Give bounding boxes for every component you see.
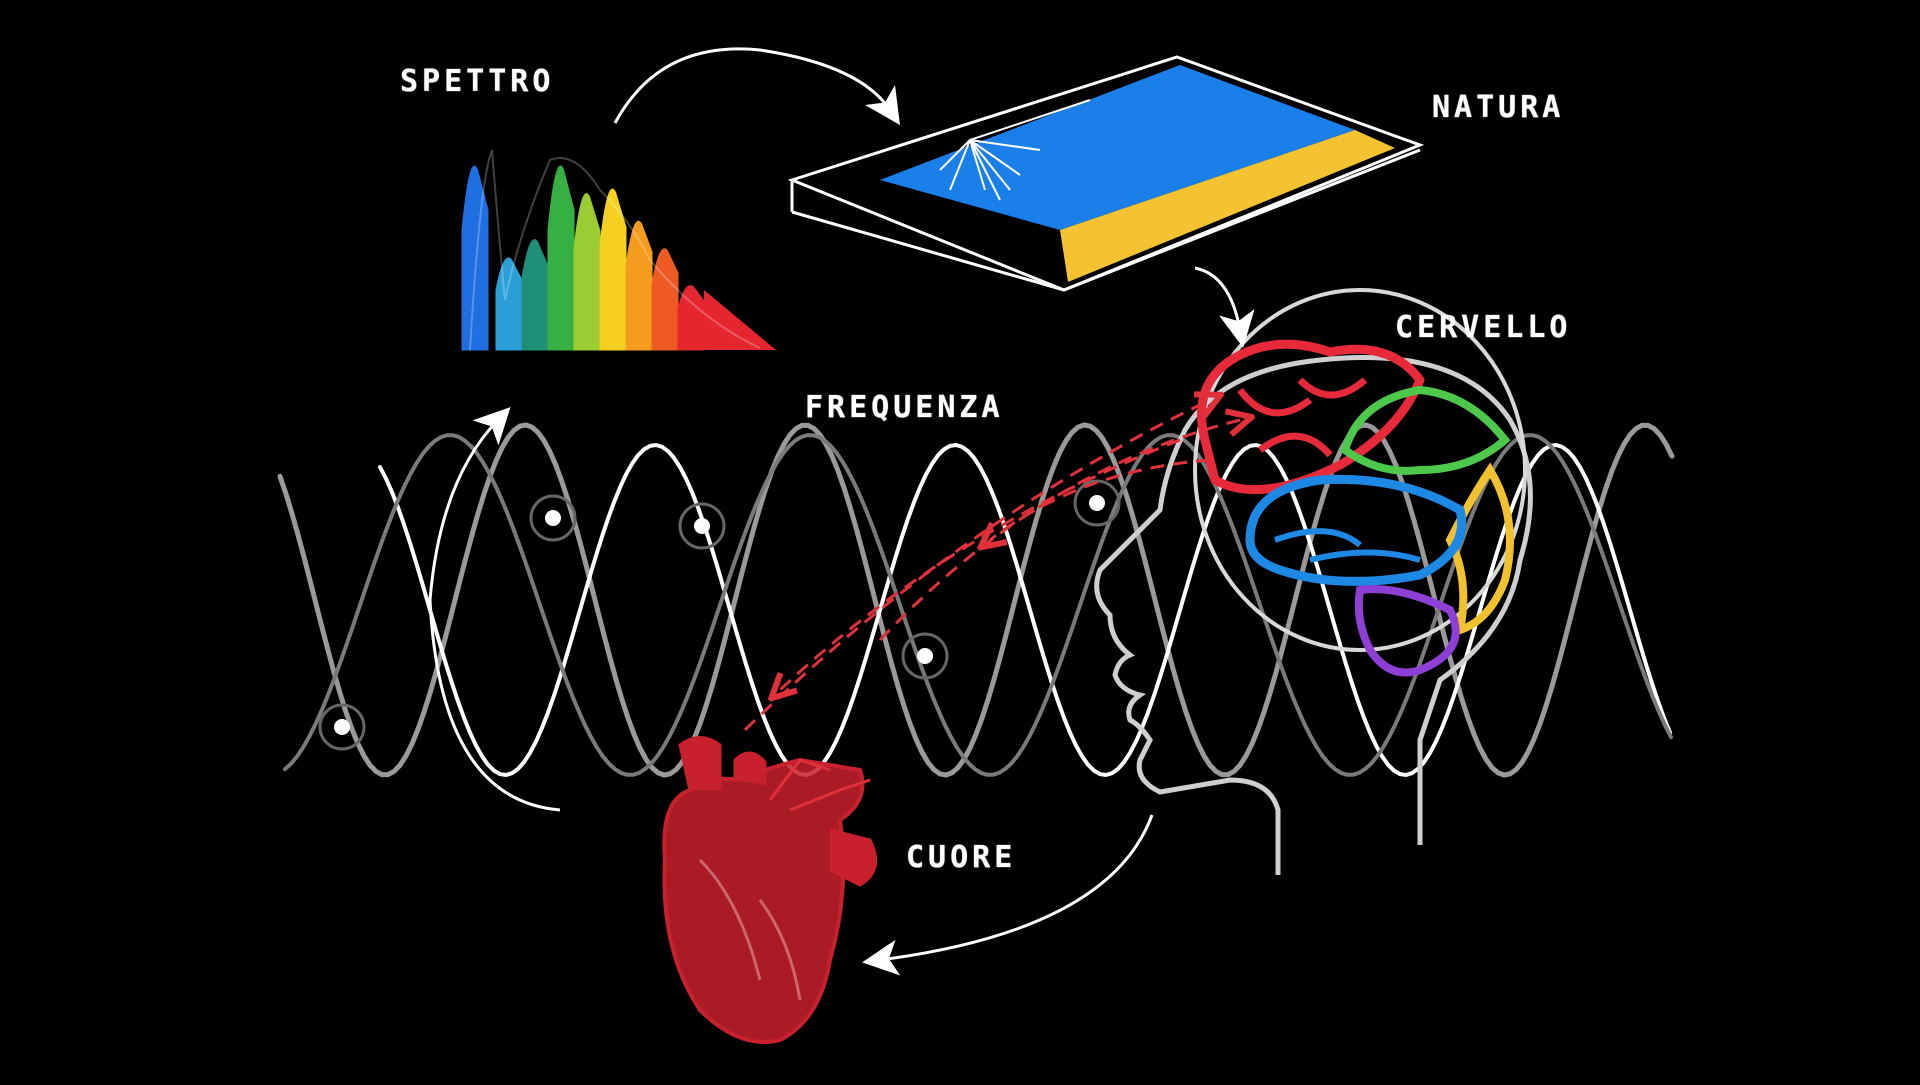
spectrum-band <box>521 239 549 351</box>
nature-panel-icon <box>787 55 1425 292</box>
wave-intersection-ring <box>901 632 949 680</box>
wave-white-1 <box>378 442 1672 778</box>
wave-intersection-dot <box>1089 495 1105 511</box>
anatomical-heart-icon <box>662 736 878 1044</box>
head-profile-icon <box>1094 355 1533 875</box>
spectrum-band <box>495 257 523 351</box>
spectrum-outline <box>469 149 761 351</box>
brain-label: CERVELLO <box>1395 310 1572 345</box>
wave-intersection-dot <box>334 719 350 735</box>
nature-to-brain-arrow <box>1194 266 1255 348</box>
brain-cerebellum <box>1354 585 1460 677</box>
spectrum-band <box>677 285 705 351</box>
spectrum-histogram-icon <box>461 149 776 351</box>
heart-vessel <box>733 751 767 785</box>
wave-intersection-ring <box>1073 479 1121 527</box>
brain-temporal-lobe <box>1245 474 1467 586</box>
brain-icon <box>1193 288 1527 677</box>
spectrum-band <box>573 193 601 351</box>
heart-aorta <box>678 736 722 791</box>
heart-branches <box>768 758 871 812</box>
wave-intersection-dot <box>545 510 561 526</box>
nature-label: NATURA <box>1432 90 1565 125</box>
spectrum-band <box>625 220 653 351</box>
spectrum-band <box>547 165 575 351</box>
heart-right-vessel <box>829 828 878 887</box>
head-to-heart-arrow <box>862 814 1154 976</box>
frequency-label: FREQUENZA <box>805 390 1004 425</box>
heart-brain-dashed-arrows <box>743 400 1240 732</box>
brain-outline <box>1193 288 1527 652</box>
flow-arrows <box>428 47 1255 976</box>
wave-intersection-ring <box>318 703 366 751</box>
light-burst-icon <box>939 99 1091 201</box>
brain-parietal-lobe <box>1340 385 1511 475</box>
spectrum-label: SPETTRO <box>400 64 555 99</box>
spectrum-band <box>599 188 627 351</box>
wave-intersection-ring <box>529 494 577 542</box>
heart-body <box>662 757 865 1044</box>
wave-intersection-dot <box>917 648 933 664</box>
spectrum-to-nature-arrow <box>613 47 900 125</box>
brain-frontal-folds <box>1237 377 1368 458</box>
spectrum-band <box>461 165 489 351</box>
wave-intersection-dot <box>694 518 710 534</box>
spectrum-tail <box>704 290 776 350</box>
wave-gray-1 <box>277 422 1675 778</box>
frequency-to-spectrum-arrow <box>428 407 561 812</box>
heart-details <box>698 858 802 1001</box>
spectrum-band <box>651 248 679 351</box>
wave-intersection-ring <box>678 502 726 550</box>
heart-label: CUORE <box>906 840 1017 875</box>
brain-temporal-folds <box>1273 528 1421 563</box>
